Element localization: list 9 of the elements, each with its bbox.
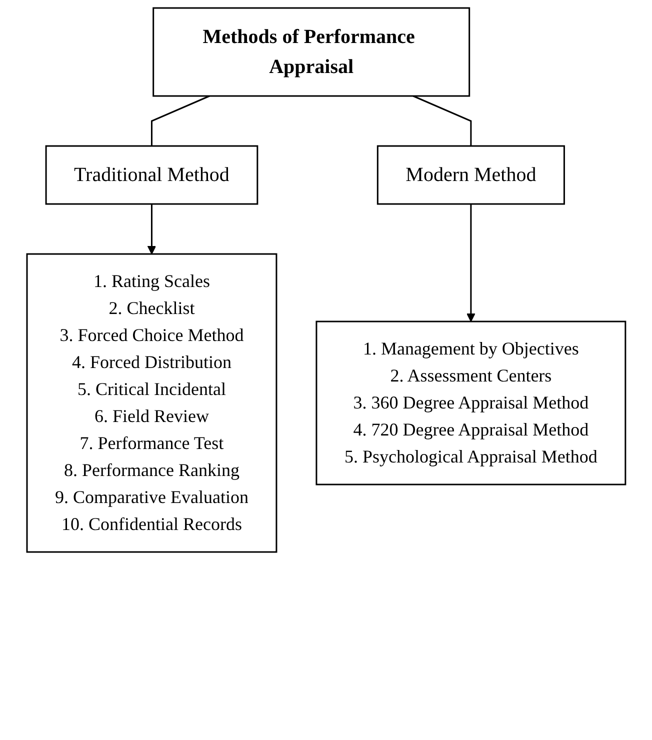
arrow bbox=[466, 204, 476, 322]
connector bbox=[150, 95, 210, 146]
node-box: 1. Rating Scales 2. Checklist 3. Forced Choice Method 4. Forced Distribution 5. Critical Incidental 6. Field Review 7. Performance Test 8. Performance Ranking 9. Comparative Evaluation 10. Confidential Records bbox=[26, 253, 277, 553]
node-box: Modern Method bbox=[376, 145, 565, 205]
connector bbox=[412, 95, 472, 146]
arrow bbox=[147, 204, 156, 254]
node-box: Methods of Performance Appraisal bbox=[152, 7, 470, 97]
node-box: Traditional Method bbox=[45, 145, 258, 205]
node-box: 1. Management by Objectives 2. Assessment Centers 3. 360 Degree Appraisal Method 4. 720 Degree Appraisal Method 5. Psychological Appraisal Method bbox=[315, 320, 626, 486]
